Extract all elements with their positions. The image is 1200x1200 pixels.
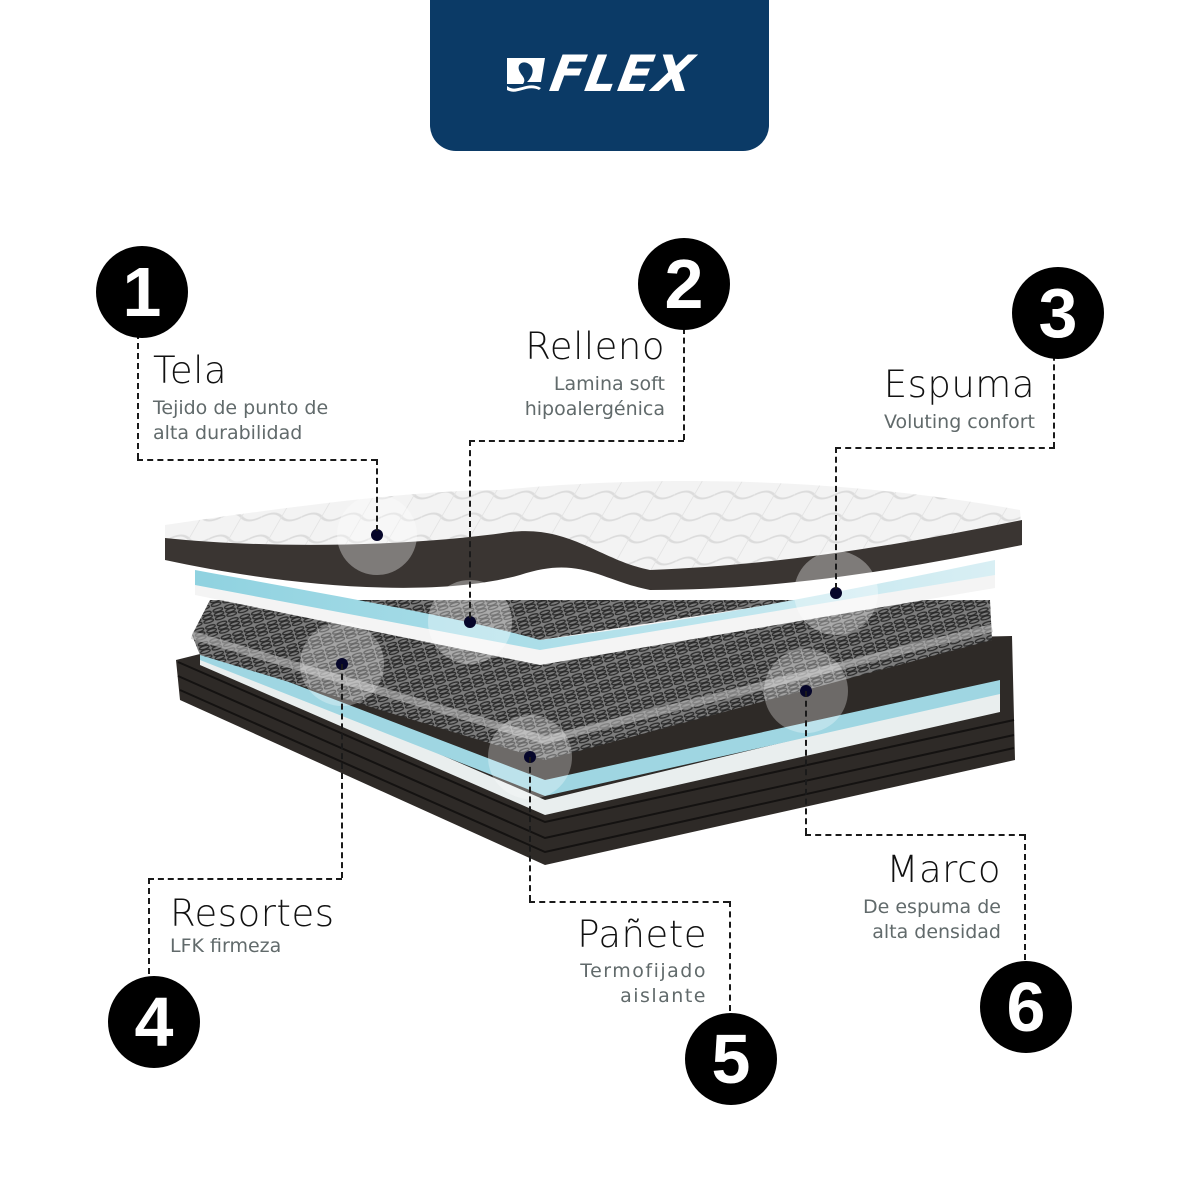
- brand-logo: FLEX: [505, 45, 699, 103]
- layer-title-espuma: Espuma: [883, 363, 1035, 406]
- brand-banner: FLEX: [430, 0, 769, 151]
- panete-connector: [729, 901, 731, 1011]
- layer-description-relleno: Lamina soft hipoalergénica: [524, 373, 665, 420]
- tela-connector: [376, 459, 378, 531]
- layer-number-badge: 6: [980, 961, 1072, 1053]
- espuma-connector: [835, 447, 837, 589]
- layer-number-badge: 3: [1012, 267, 1104, 359]
- panete-connector: [529, 901, 729, 903]
- layer-description-panete: Termofijado aislante: [580, 960, 707, 1007]
- tela-marker-dot: [371, 529, 383, 541]
- layer-description-espuma: Voluting confort: [883, 411, 1035, 433]
- layer-title-relleno: Relleno: [525, 325, 665, 368]
- layer-description-tela: Tejido de punto de alta durabilidad: [153, 397, 329, 444]
- layer-title-tela: Tela: [153, 349, 228, 392]
- resortes-connector: [148, 878, 150, 974]
- marco-connector: [805, 691, 807, 834]
- relleno-connector: [469, 440, 471, 618]
- espuma-marker-dot: [830, 587, 842, 599]
- layer-number-badge: 1: [96, 246, 188, 338]
- relleno-connector: [683, 328, 685, 440]
- marco-connector: [805, 834, 1025, 836]
- layer-description-marco: De espuma de alta densidad: [863, 896, 1001, 943]
- layer-title-resortes: Resortes: [170, 892, 335, 935]
- swan-icon: [507, 57, 546, 92]
- resortes-connector: [341, 664, 343, 878]
- layer-number-badge: 4: [108, 976, 200, 1068]
- marco-connector: [1024, 834, 1026, 960]
- layer-title-marco: Marco: [886, 848, 1001, 891]
- layer-title-panete: Pañete: [577, 913, 707, 956]
- resortes-connector: [148, 878, 342, 880]
- layer-number-badge: 2: [638, 238, 730, 330]
- relleno-connector: [469, 440, 684, 442]
- tela-connector: [137, 459, 377, 461]
- espuma-connector: [835, 447, 1055, 449]
- espuma-connector: [1053, 345, 1055, 448]
- panete-connector: [529, 757, 531, 901]
- layer-description-resortes: LFK firmeza: [170, 935, 282, 957]
- relleno-marker-dot: [464, 616, 476, 628]
- layer-number-badge: 5: [685, 1013, 777, 1105]
- tela-connector: [137, 333, 139, 459]
